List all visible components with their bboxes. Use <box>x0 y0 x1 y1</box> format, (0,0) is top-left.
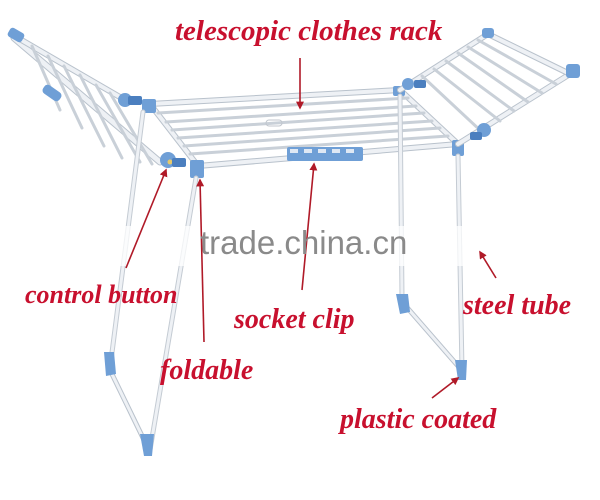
label-socket-clip: socket clip <box>234 304 355 335</box>
label-title: telescopic clothes rack <box>175 15 443 47</box>
socket-clip-arrow <box>301 162 318 291</box>
right-wing <box>397 28 580 147</box>
annotation-arrows <box>125 58 497 399</box>
steel-tube-arrow <box>479 250 497 279</box>
label-control-button: control button <box>25 280 178 309</box>
label-plastic-coated: plastic coated <box>340 404 497 435</box>
label-foldable: foldable <box>160 355 254 386</box>
watermark-text: trade.china.cn <box>200 224 408 261</box>
socket-clip <box>287 147 363 161</box>
center-frame <box>142 86 464 178</box>
left-wing <box>7 27 186 168</box>
control-button-arrow <box>125 168 168 269</box>
plastic-coated-arrow <box>431 377 460 399</box>
label-steel-tube: steel tube <box>463 290 572 321</box>
foldable-arrow <box>196 178 205 343</box>
